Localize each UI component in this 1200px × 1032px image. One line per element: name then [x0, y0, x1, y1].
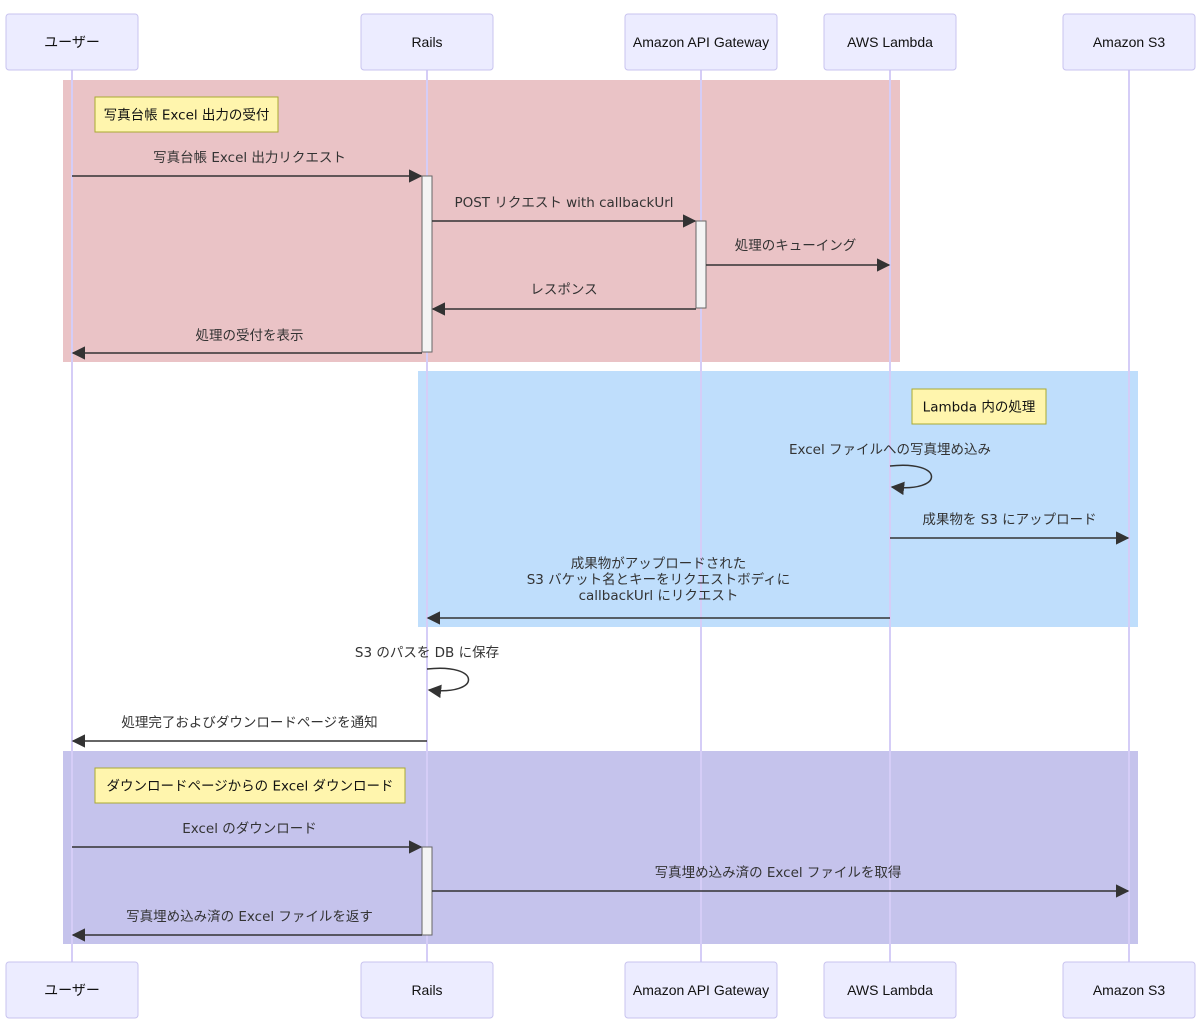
actor-user-bottom: ユーザー — [5, 961, 139, 1019]
message-label: POST リクエスト with callbackUrl — [454, 195, 673, 211]
actor-label: Amazon API Gateway — [633, 34, 769, 50]
actor-rails-bottom: Rails — [360, 961, 494, 1019]
actor-box — [5, 961, 139, 1019]
actor-box — [823, 961, 957, 1019]
actor-label: ユーザー — [44, 982, 100, 998]
message-lambda-to-lambda: Excel ファイルへの写真埋め込み — [789, 442, 991, 496]
note-download: ダウンロードページからの Excel ダウンロード — [94, 767, 406, 804]
actor-label: Rails — [411, 34, 442, 50]
message-rails-to-user: 処理の受付を表示 — [71, 328, 422, 360]
actor-box — [1062, 961, 1196, 1019]
actor-apigw-top: Amazon API Gateway — [624, 13, 778, 71]
actor-box — [1062, 13, 1196, 71]
message-label: 処理完了およびダウンロードページを通知 — [121, 714, 377, 731]
note-box — [94, 767, 406, 804]
actor-box — [624, 961, 778, 1019]
actor-box — [624, 13, 778, 71]
actor-label: Amazon S3 — [1093, 34, 1166, 50]
note-text: Lambda 内の処理 — [923, 400, 1036, 416]
actor-lambda-top: AWS Lambda — [823, 13, 957, 71]
note-box — [94, 96, 279, 133]
actor-user-top: ユーザー — [5, 13, 139, 71]
message-rails-to-apigw: POST リクエスト with callbackUrl — [432, 195, 697, 228]
message-user-to-rails: 写真台帳 Excel 出力リクエスト — [72, 150, 423, 183]
actor-label: Rails — [411, 982, 442, 998]
actor-s3-top: Amazon S3 — [1062, 13, 1196, 71]
message-label: 写真埋め込み済の Excel ファイルを返す — [126, 909, 373, 925]
actor-box — [823, 13, 957, 71]
message-rails-to-rails: S3 のパスを DB に保存 — [355, 645, 499, 699]
note-box — [911, 388, 1047, 425]
message-label: 処理のキューイング — [735, 238, 857, 254]
note-text: 写真台帳 Excel 出力の受付 — [104, 108, 270, 124]
actor-label: Amazon API Gateway — [633, 982, 769, 998]
actor-box — [360, 961, 494, 1019]
message-label: 成果物を S3 にアップロード — [922, 512, 1096, 528]
message-label: 処理の受付を表示 — [196, 328, 304, 344]
actor-lambda-bottom: AWS Lambda — [823, 961, 957, 1019]
actor-s3-bottom: Amazon S3 — [1062, 961, 1196, 1019]
actor-label: Amazon S3 — [1093, 982, 1166, 998]
actor-rails-top: Rails — [360, 13, 494, 71]
message-apigw-to-lambda: 処理のキューイング — [706, 238, 891, 272]
self-message-arrow — [889, 464, 933, 496]
message-rails-to-user: 写真埋め込み済の Excel ファイルを返す — [71, 909, 422, 942]
message-label: Excel のダウンロード — [182, 821, 317, 837]
message-label: S3 のパスを DB に保存 — [355, 645, 499, 661]
message-label: 写真台帳 Excel 出力リクエスト — [153, 150, 346, 166]
message-lambda-to-s3: 成果物を S3 にアップロード — [890, 512, 1130, 545]
activation-bar-rails-0 — [421, 175, 433, 353]
message-label: 写真埋め込み済の Excel ファイルを取得 — [655, 864, 902, 881]
self-message-arrow — [426, 667, 470, 699]
actor-label: ユーザー — [44, 34, 100, 50]
message-label: レスポンス — [530, 282, 597, 298]
message-label: callbackUrl にリクエスト — [579, 588, 739, 604]
message-apigw-to-rails: レスポンス — [431, 282, 696, 316]
note-text: ダウンロードページからの Excel ダウンロード — [106, 779, 393, 795]
message-label: S3 バケット名とキーをリクエストボディに — [527, 571, 791, 588]
actor-label: AWS Lambda — [847, 34, 933, 50]
message-label: Excel ファイルへの写真埋め込み — [789, 442, 991, 458]
message-user-to-rails: Excel のダウンロード — [72, 821, 423, 854]
message-rails-to-user: 処理完了およびダウンロードページを通知 — [71, 714, 427, 748]
activation-bar-apigw-1 — [695, 220, 707, 309]
actor-label: AWS Lambda — [847, 982, 933, 998]
activation-bar-rails-2 — [421, 846, 433, 936]
message-rails-to-s3: 写真埋め込み済の Excel ファイルを取得 — [432, 864, 1130, 898]
message-label: 成果物がアップロードされた — [571, 556, 747, 572]
note-lambda: Lambda 内の処理 — [911, 388, 1047, 425]
actor-box — [360, 13, 494, 71]
actor-box — [5, 13, 139, 71]
actor-apigw-bottom: Amazon API Gateway — [624, 961, 778, 1019]
note-request: 写真台帳 Excel 出力の受付 — [94, 96, 279, 133]
